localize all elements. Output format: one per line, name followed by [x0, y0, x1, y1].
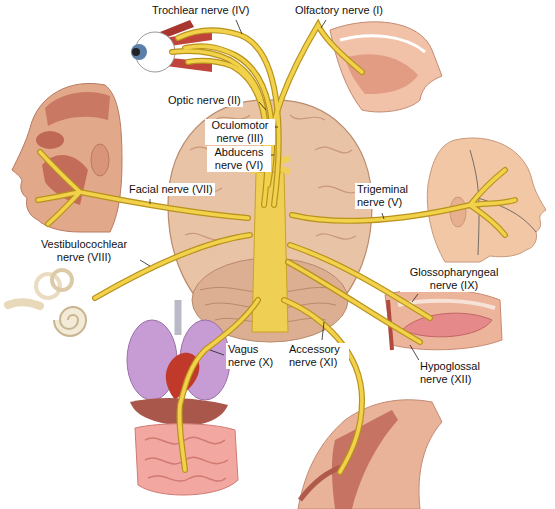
neck-figure	[298, 400, 442, 509]
nose-skin	[330, 22, 442, 112]
nerve-label: Abducens nerve (VI)	[207, 146, 271, 172]
nerve-label: Trigeminal nerve (V)	[355, 183, 421, 209]
leader-line	[140, 260, 150, 266]
leader-line	[236, 20, 242, 34]
nerve	[268, 25, 362, 160]
nerve	[179, 300, 258, 470]
nerve-label: Optic nerve (II)	[166, 94, 243, 107]
nerve-label: Facial nerve (VII)	[127, 183, 215, 196]
leader-line	[210, 350, 224, 355]
leader-line	[150, 199, 151, 204]
nerve-label: Olfactory nerve (I)	[293, 4, 385, 17]
trachea	[175, 300, 182, 335]
leader-line	[382, 213, 384, 219]
head-figure	[427, 138, 546, 262]
nerve-label: Glossopharyngeal nerve (IX)	[400, 266, 508, 292]
leader-line	[322, 322, 324, 340]
iris	[131, 44, 147, 60]
eye-socket-muscle	[36, 131, 64, 149]
nerve-label: Vestibulocochlear nerve (VIII)	[28, 238, 140, 264]
forehead-muscle	[45, 92, 110, 126]
nerve-label: Trochlear nerve (IV)	[150, 4, 251, 17]
neck-skin	[298, 400, 442, 509]
pupil	[132, 48, 140, 56]
cochlea	[54, 307, 86, 336]
nerve	[185, 46, 272, 185]
ear-figure	[8, 270, 86, 336]
leader-line	[259, 102, 266, 110]
nasal-bone	[340, 36, 425, 52]
nerve	[178, 30, 279, 205]
nerve-label: Hypoglossal nerve (XII)	[418, 360, 488, 386]
nose-figure	[330, 22, 442, 112]
nerve-label: Vagus nerve (X)	[226, 343, 286, 369]
nerve	[284, 300, 362, 472]
nerve-label: Oculomotor nerve (III)	[205, 119, 275, 145]
brainstem	[252, 172, 288, 332]
nerve-label: Accessory nerve (XI)	[287, 343, 349, 369]
nerve	[178, 30, 279, 205]
ear-shape	[91, 144, 109, 176]
ear-canal	[8, 302, 40, 306]
leader-line	[412, 294, 418, 302]
neck-muscle	[332, 410, 398, 509]
semicircular-canal	[52, 270, 72, 290]
head-skin	[427, 138, 546, 262]
leader-line	[321, 20, 326, 28]
tongue	[402, 313, 492, 337]
nerve	[292, 170, 515, 235]
nasal-cavity	[345, 54, 418, 94]
nerve	[284, 300, 362, 472]
nerve	[292, 170, 515, 235]
nerve	[179, 300, 258, 470]
nerve	[268, 25, 362, 160]
